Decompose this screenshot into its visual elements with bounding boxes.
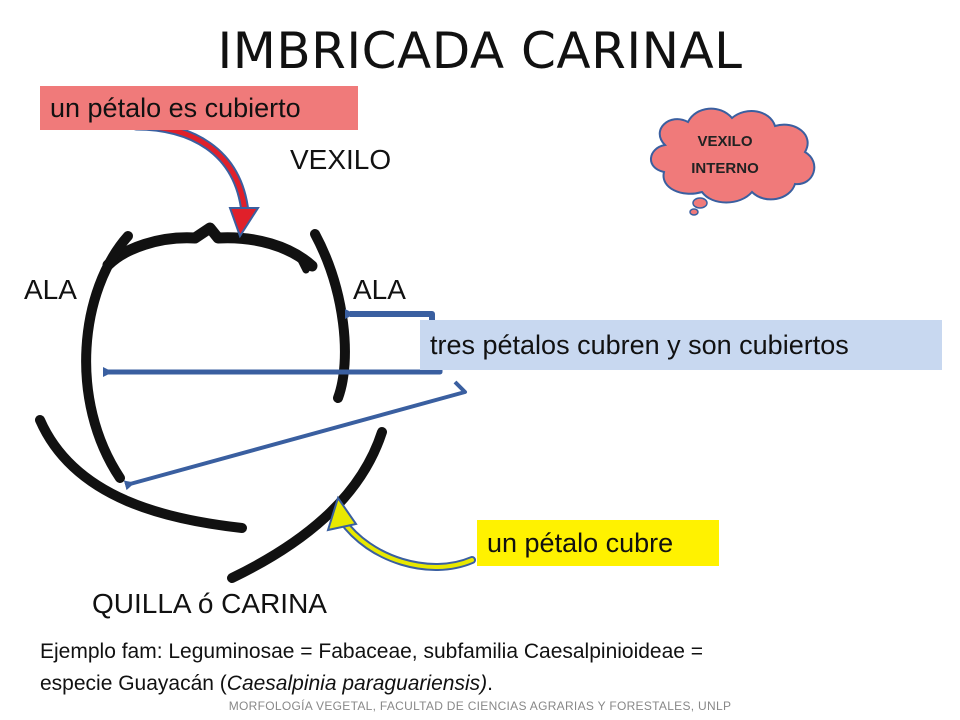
example-species-italic: Caesalpinia paraguariensis) xyxy=(226,672,488,695)
cloud-line-2: INTERNO xyxy=(691,160,759,177)
example-line-1: Ejemplo fam: Leguminosae = Fabaceae, sub… xyxy=(40,640,704,663)
example-text: Ejemplo fam: Leguminosae = Fabaceae, sub… xyxy=(40,636,940,700)
ala-left-petal xyxy=(81,231,133,483)
yellow-arrow-fill xyxy=(340,518,474,569)
label-ala-left: ALA xyxy=(24,274,77,305)
blue-arrow-to-left-ala xyxy=(103,357,443,377)
cloud-callout-text: VEXILO INTERNO xyxy=(655,128,795,182)
label-quilla: QUILLA ó CARINA xyxy=(92,588,327,619)
footer-credit: MORFOLOGÍA VEGETAL, FACULTAD DE CIENCIAS… xyxy=(228,699,732,713)
example-line-2: especie Guayacán (Caesalpinia paraguarie… xyxy=(40,668,940,700)
label-petal-covers: un pétalo cubre xyxy=(477,520,719,566)
blue-arrow-to-keel xyxy=(123,380,467,491)
quilla-petal-left xyxy=(35,415,247,533)
label-petal-covered: un pétalo es cubierto xyxy=(40,86,358,130)
red-arrow-head xyxy=(228,207,260,239)
yellow-arrow-head xyxy=(326,495,358,532)
example-line-2-prefix: especie Guayacán ( xyxy=(40,672,227,695)
slide-title: IMBRICADA CARINAL xyxy=(217,22,743,80)
vexilo-petal-tip xyxy=(296,254,310,274)
cloud-callout xyxy=(650,107,816,204)
vexilo-petal xyxy=(102,222,318,272)
label-vexilo: VEXILO xyxy=(290,144,392,175)
example-line-2-suffix: . xyxy=(487,672,493,695)
label-three-petals: tres pétalos cubren y son cubiertos xyxy=(420,320,942,370)
quilla-petal-right xyxy=(227,427,387,583)
cloud-bubble-1 xyxy=(692,197,708,209)
cloud-line-1: VEXILO xyxy=(697,133,753,150)
cloud-bubble-2 xyxy=(689,208,699,216)
ala-right-petal xyxy=(310,229,350,403)
yellow-arrow-body xyxy=(338,516,476,571)
label-ala-right: ALA xyxy=(353,274,406,305)
